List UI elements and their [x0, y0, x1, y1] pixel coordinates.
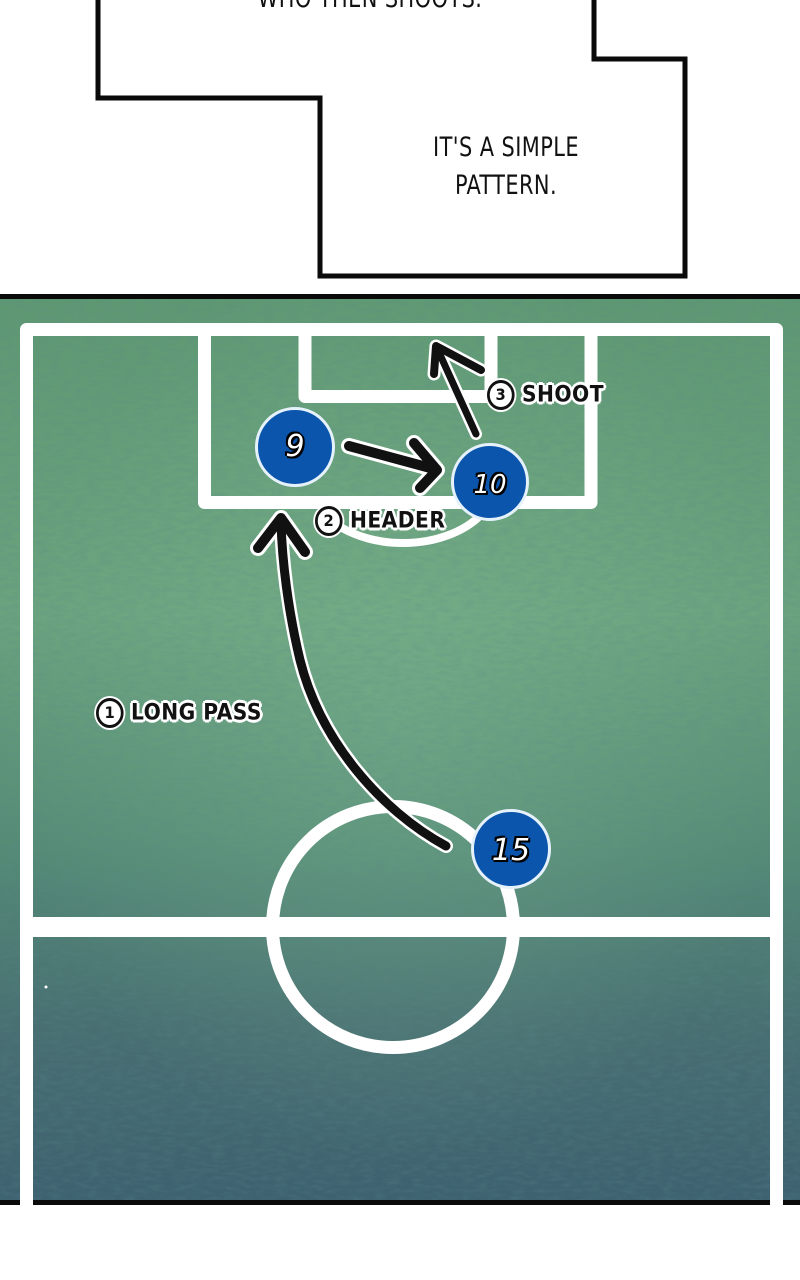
step-number-badge: 1	[96, 698, 124, 728]
soccer-pitch-diagram	[0, 294, 800, 1213]
player-number: 15	[491, 833, 531, 868]
player-marker-9: 9	[255, 407, 335, 487]
speech-bubble-line-2: PATTERN.	[454, 170, 558, 201]
player-number: 10	[473, 470, 507, 500]
step-label-text: SHOOT	[521, 382, 604, 408]
player-marker-15: 15	[471, 809, 551, 889]
long-pass-arrow	[250, 510, 453, 853]
step-number-badge: 2	[315, 506, 343, 536]
player-marker-10: 10	[451, 443, 529, 521]
shoot-arrow	[427, 339, 488, 440]
step-label-text: HEADER	[349, 508, 446, 534]
speech-bubble-line-1: IT'S A SIMPLE	[433, 132, 579, 163]
speech-bubble-outline	[95, 0, 688, 279]
speech-bubble-top-line: WHO THEN SHOOTS.	[198, 0, 542, 18]
player-number: 9	[285, 429, 305, 464]
header-arrow	[341, 435, 445, 496]
step-label-text: LONG PASS	[130, 700, 262, 726]
step-number-badge: 3	[487, 380, 515, 410]
